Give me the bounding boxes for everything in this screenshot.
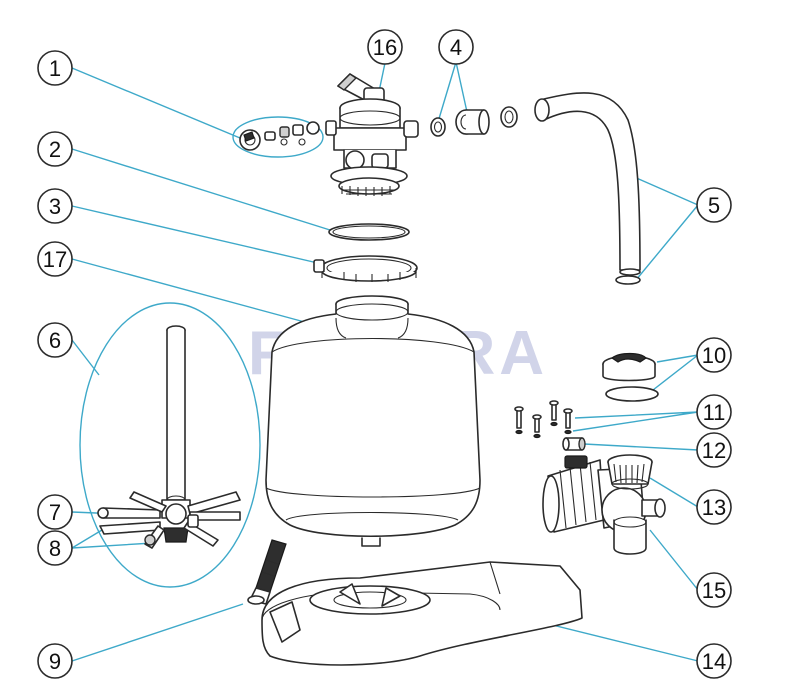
svg-text:17: 17 xyxy=(43,247,67,272)
callout-12: 12 xyxy=(696,432,732,468)
svg-text:10: 10 xyxy=(702,343,726,368)
svg-text:5: 5 xyxy=(708,193,720,218)
callout-15: 15 xyxy=(696,572,732,608)
callout-9: 9 xyxy=(37,643,73,679)
part-16-multiport-valve xyxy=(325,73,419,196)
callout-7: 7 xyxy=(37,494,73,530)
callout-14: 14 xyxy=(696,643,732,679)
leader-17 xyxy=(71,258,313,325)
svg-text:2: 2 xyxy=(49,137,61,162)
svg-text:9: 9 xyxy=(49,649,61,674)
part-10-strainer-lid xyxy=(602,352,659,402)
leader-11 xyxy=(572,411,699,432)
part-5-hose xyxy=(534,92,641,285)
svg-text:7: 7 xyxy=(49,500,61,525)
svg-text:8: 8 xyxy=(49,536,61,561)
part-1-fittings-kit xyxy=(239,121,320,151)
callout-10: 10 xyxy=(696,337,732,373)
part-12-plug xyxy=(562,437,586,451)
part-11-screws xyxy=(514,400,573,439)
leader-2 xyxy=(71,148,331,231)
leader-15 xyxy=(649,529,699,591)
callouts: 1 2 3 17 6 7 8 9 16 4 5 10 11 12 13 15 1… xyxy=(37,29,732,679)
leader-4 xyxy=(437,61,468,123)
part-17-filter-tank xyxy=(265,295,481,547)
svg-text:12: 12 xyxy=(702,438,726,463)
part-15-pump xyxy=(542,455,666,555)
leader-12 xyxy=(583,443,699,451)
leader-6 xyxy=(71,339,100,376)
callout-13: 13 xyxy=(696,489,732,525)
callout-5: 5 xyxy=(696,187,732,223)
callout-17: 17 xyxy=(37,241,73,277)
svg-text:4: 4 xyxy=(450,35,462,60)
svg-text:14: 14 xyxy=(702,649,726,674)
leader-lines xyxy=(71,61,699,662)
svg-text:3: 3 xyxy=(49,194,61,219)
group-ellipse-1 xyxy=(232,116,324,158)
svg-text:11: 11 xyxy=(703,400,726,425)
svg-text:13: 13 xyxy=(702,495,726,520)
part-14-base xyxy=(261,561,583,666)
leader-10 xyxy=(652,354,699,391)
leader-3 xyxy=(71,205,323,265)
callout-3: 3 xyxy=(37,188,73,224)
leader-13 xyxy=(649,477,699,508)
leader-8 xyxy=(71,529,154,549)
callout-16: 16 xyxy=(367,29,403,65)
svg-text:15: 15 xyxy=(702,578,726,603)
svg-text:6: 6 xyxy=(49,328,61,353)
part-2-o-ring xyxy=(328,223,410,241)
leader-1 xyxy=(71,67,241,139)
callout-11: 11 xyxy=(696,394,732,430)
svg-text:1: 1 xyxy=(49,56,61,81)
callout-4: 4 xyxy=(438,29,474,65)
callout-1: 1 xyxy=(37,50,73,86)
part-3-clamp xyxy=(313,255,418,282)
callout-6: 6 xyxy=(37,322,73,358)
part-4-unions xyxy=(430,106,518,137)
callout-2: 2 xyxy=(37,131,73,167)
group-ellipse-6 xyxy=(79,302,261,588)
part-7-8-laterals xyxy=(97,491,241,549)
svg-text:16: 16 xyxy=(373,35,397,60)
callout-8: 8 xyxy=(37,530,73,566)
leader-9 xyxy=(71,603,244,662)
part-13-strainer-basket xyxy=(607,454,653,490)
part-9-drain-plug xyxy=(247,539,287,605)
